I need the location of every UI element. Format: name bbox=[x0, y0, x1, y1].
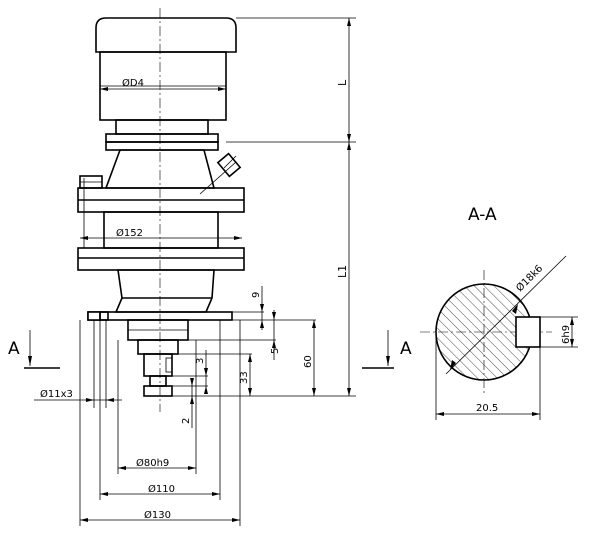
section-mark-left: A bbox=[8, 330, 60, 369]
motor-neck bbox=[115, 119, 209, 135]
section-mark-right-label: A bbox=[400, 339, 412, 359]
section-mark-left-label: A bbox=[8, 339, 20, 359]
dim-label-33: 33 bbox=[239, 371, 250, 384]
keyway bbox=[515, 316, 541, 348]
dim-label-3: 3 bbox=[195, 358, 206, 364]
dim-label-2: 2 bbox=[181, 418, 192, 424]
shaft-step-2 bbox=[143, 353, 173, 377]
section-title: A-A bbox=[468, 205, 497, 225]
lower-housing bbox=[114, 269, 215, 313]
dim-label-6h9: 6h9 bbox=[561, 325, 572, 344]
shaft-step-1 bbox=[137, 339, 179, 355]
dim-label-5: 5 bbox=[270, 348, 281, 354]
dim-label-130: Ø130 bbox=[144, 509, 171, 521]
flange-152-lower bbox=[77, 247, 245, 271]
shaft-end bbox=[143, 385, 173, 397]
dim-label-110: Ø110 bbox=[148, 483, 175, 495]
drain-plug-icon bbox=[216, 152, 242, 178]
section-view: A-A Ø18k6 6h9 20.5 bbox=[420, 205, 578, 420]
dim-label-80h9: Ø80h9 bbox=[136, 457, 169, 469]
dim-label-L: L bbox=[336, 79, 349, 86]
shaft-step-3 bbox=[149, 375, 167, 387]
dim-label-152: Ø152 bbox=[116, 227, 143, 239]
upper-flange bbox=[105, 133, 219, 143]
dim-label-9: 9 bbox=[251, 292, 262, 298]
bolt-icon bbox=[79, 175, 103, 189]
motor-cap bbox=[95, 17, 237, 53]
dim-label-20-5: 20.5 bbox=[476, 403, 498, 414]
main-view: ØD4 Ø152 bbox=[8, 8, 412, 526]
dim-label-18k6: Ø18k6 bbox=[514, 262, 546, 294]
section-mark-right: A bbox=[362, 330, 412, 369]
dim-label-60: 60 bbox=[303, 355, 314, 368]
dim-label-11x3: Ø11x3 bbox=[40, 388, 73, 400]
dim-label-d4: ØD4 bbox=[122, 77, 144, 89]
dim-label-L1: L1 bbox=[336, 265, 349, 278]
